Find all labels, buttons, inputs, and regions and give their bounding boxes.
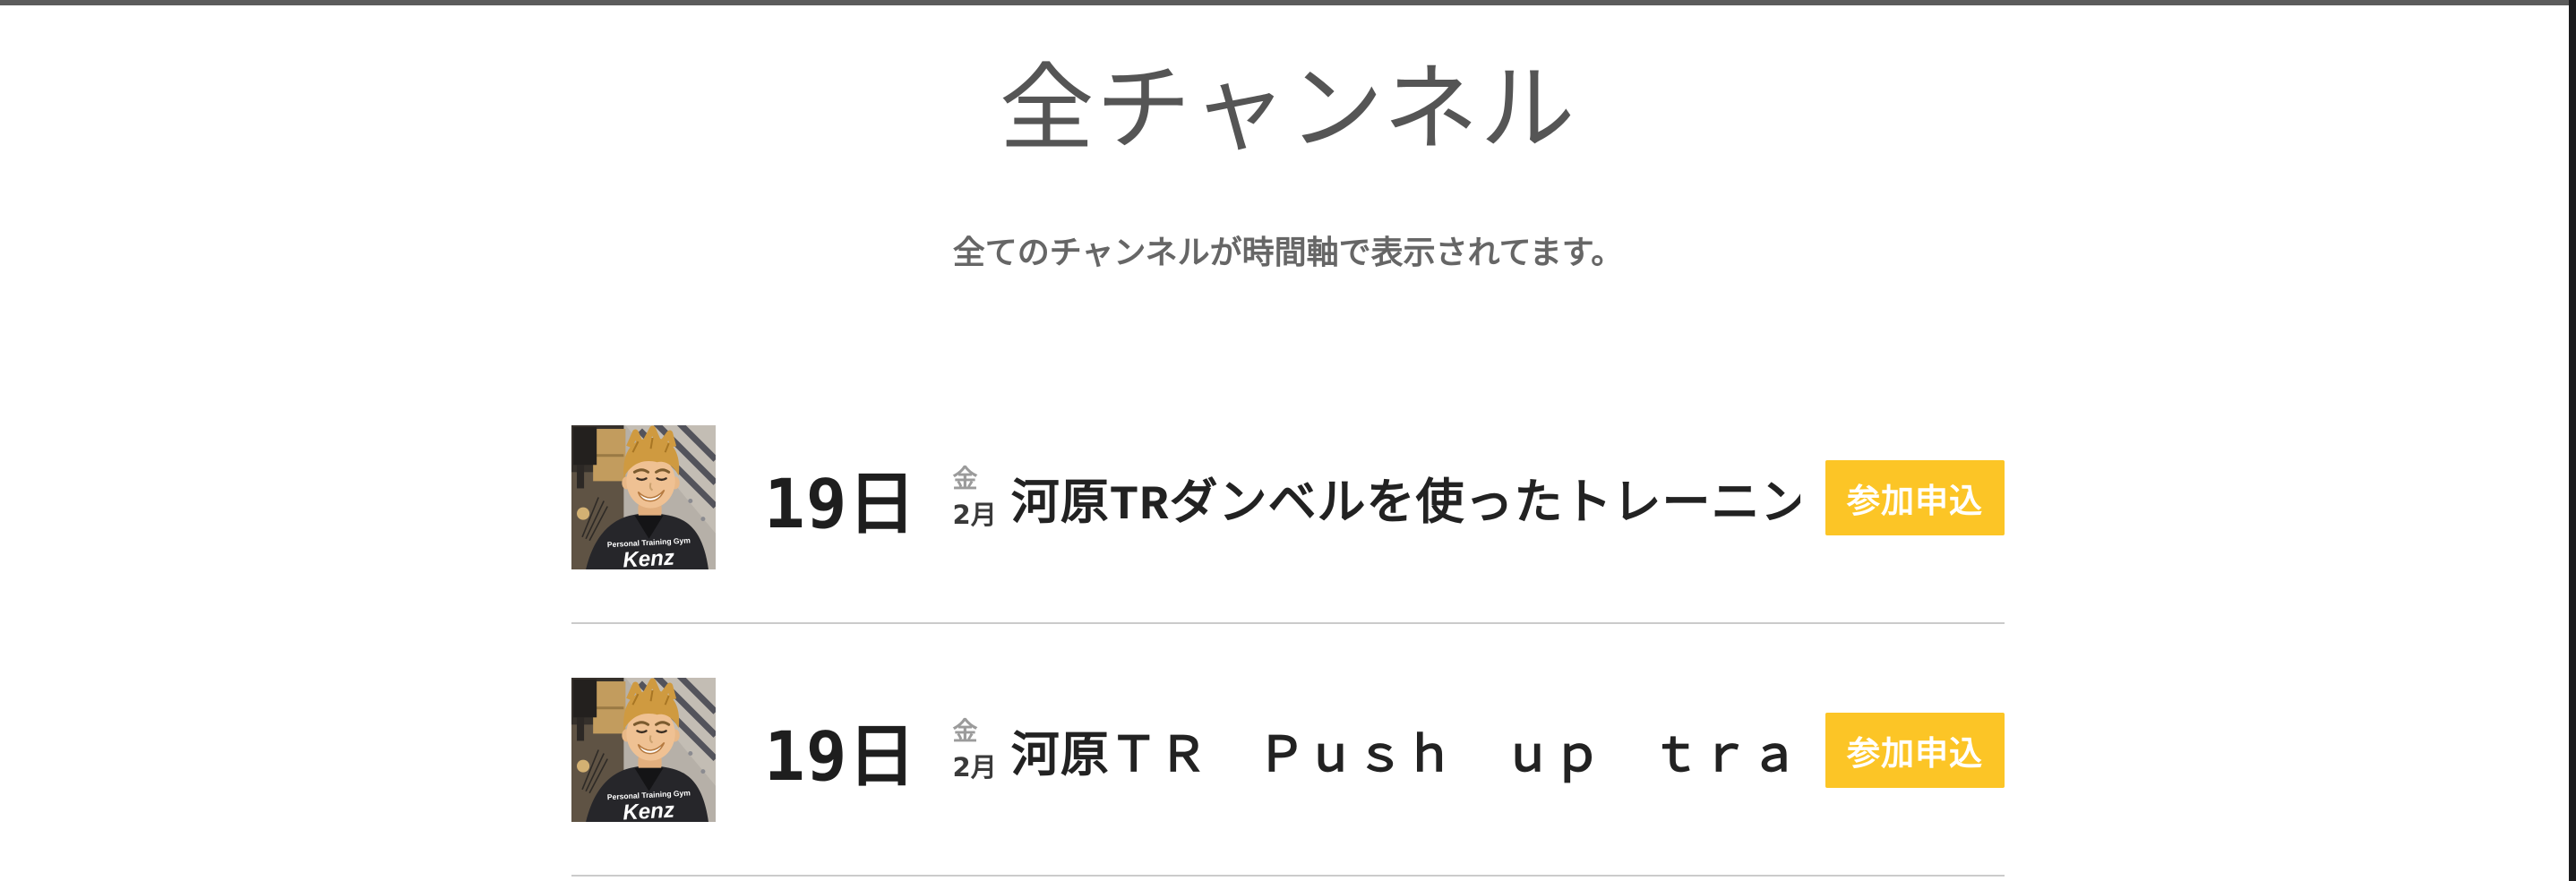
top-accent-bar [0, 0, 2569, 5]
trainer-photo-placeholder: Personal Training Gym Kenz [571, 425, 716, 570]
event-weekday-month: 金 2月 [952, 715, 997, 783]
channel-event-list: Personal Training Gym Kenz 19日 金 2月 河原TR… [571, 425, 2005, 877]
event-day: 19日 [764, 463, 917, 543]
channel-thumbnail[interactable]: Personal Training Gym Kenz [571, 678, 716, 823]
shirt-text-big: Kenz [623, 546, 675, 570]
apply-button[interactable]: 参加申込 [1825, 459, 2005, 535]
channel-thumbnail[interactable]: Personal Training Gym Kenz [571, 425, 716, 570]
apply-button[interactable]: 参加申込 [1825, 712, 2005, 788]
event-month: 2月 [952, 751, 997, 783]
shirt-text-small: Personal Training Gym [607, 536, 691, 550]
event-month: 2月 [952, 499, 997, 530]
event-weekday: 金 [952, 715, 978, 746]
event-title[interactable]: 河原ＴＲ Ｐｕｓｈ ｕｐ ｔｒａ… [1010, 731, 1800, 786]
event-date: 19日 金 2月 [764, 701, 997, 800]
screen-right-edge [2569, 0, 2576, 881]
event-weekday-month: 金 2月 [952, 463, 997, 530]
event-weekday: 金 [952, 463, 978, 493]
page-title: 全チャンネル [999, 54, 1577, 164]
event-date: 19日 金 2月 [764, 449, 997, 547]
shirt-text-small: Personal Training Gym [607, 789, 691, 802]
event-title[interactable]: 河原TRダンベルを使ったトレーニン… [1010, 478, 1800, 534]
page-subtitle: 全てのチャンネルが時間軸で表示されてます。 [952, 235, 1624, 271]
event-day: 19日 [764, 715, 917, 796]
event-row-1[interactable]: Personal Training Gym Kenz 19日 金 2月 河原TR… [571, 425, 2005, 625]
main-content: 全チャンネル 全てのチャンネルが時間軸で表示されてます。 [0, 38, 2576, 877]
event-row-2[interactable]: Personal Training Gym Kenz 19日 金 2月 河原ＴＲ… [571, 624, 2005, 877]
shirt-text-big: Kenz [623, 799, 675, 823]
trainer-photo-placeholder: Personal Training Gym Kenz [571, 678, 716, 823]
